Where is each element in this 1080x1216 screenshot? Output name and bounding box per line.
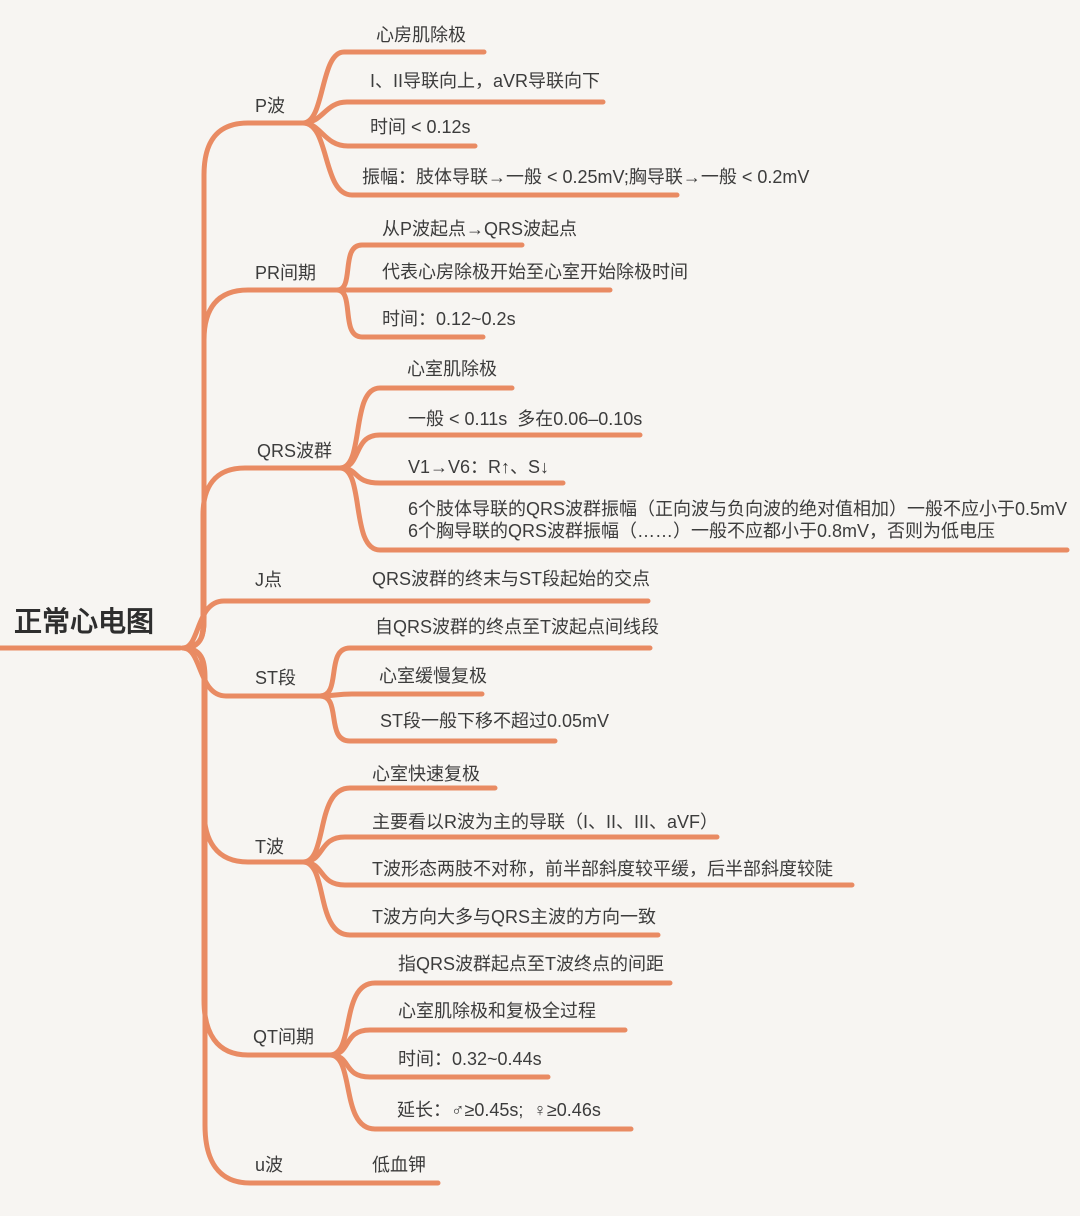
node-qt-interval[interactable]: QT间期 bbox=[253, 1027, 314, 1047]
node-qrs-complex[interactable]: QRS波群 bbox=[257, 441, 333, 461]
leaf-t-wave-3[interactable]: T波方向大多与QRS主波的方向一致 bbox=[372, 907, 656, 927]
leaf-qt-interval-0[interactable]: 指QRS波群起点至T波终点的间距 bbox=[398, 954, 664, 974]
leaf-line-p-wave-3 bbox=[300, 120, 680, 198]
leaf-line-pr-interval-2 bbox=[334, 287, 486, 340]
leaf-st-segment-2[interactable]: ST段一般下移不超过0.05mV bbox=[380, 711, 610, 731]
connector-group-u-wave bbox=[180, 645, 441, 1186]
leaf-t-wave-1[interactable]: 主要看以R波为主的导联（I、II、III、aVF） bbox=[372, 812, 719, 832]
leaf-line-st-segment-2 bbox=[317, 693, 558, 744]
leaf-line-t-wave-3 bbox=[300, 859, 661, 938]
node-j-point[interactable]: J点 bbox=[255, 570, 282, 590]
leaf-j-point-0[interactable]: QRS波群的终末与ST段起始的交点 bbox=[372, 569, 651, 589]
leaf-qrs-complex-0[interactable]: 心室肌除极 bbox=[407, 359, 497, 379]
leaf-u-wave-0[interactable]: 低血钾 bbox=[372, 1155, 426, 1175]
leaf-line-qrs-complex-3 bbox=[337, 465, 1070, 553]
leaf-p-wave-1[interactable]: I、II导联向上，aVR导联向下 bbox=[370, 71, 601, 91]
leaf-qrs-complex-3[interactable]: 6个肢体导联的QRS波群振幅（正向波与负向波的绝对值相加）一般不应小于0.5mV… bbox=[408, 499, 1068, 541]
branch-line-qrs-complex bbox=[180, 465, 343, 651]
leaf-qt-interval-2[interactable]: 时间：0.32~0.44s bbox=[398, 1049, 542, 1069]
connector-group-qrs-complex bbox=[180, 385, 1070, 651]
leaf-qrs-complex-1[interactable]: 一般 < 0.11s 多在0.06–0.10s bbox=[408, 409, 643, 429]
leaf-p-wave-3[interactable]: 振幅：肢体导联→一般 < 0.25mV;胸导联→一般 < 0.2mV bbox=[362, 167, 810, 187]
root-node[interactable]: 正常心电图 bbox=[14, 606, 155, 637]
connector-group-t-wave bbox=[180, 645, 855, 938]
connector-group-p-wave bbox=[180, 49, 680, 651]
leaf-st-segment-0[interactable]: 自QRS波群的终点至T波起点间线段 bbox=[375, 617, 659, 637]
leaf-line-st-segment-1 bbox=[317, 691, 485, 699]
leaf-qt-interval-3[interactable]: 延长：♂≥0.45s; ♀≥0.46s bbox=[397, 1100, 601, 1120]
leaf-p-wave-0[interactable]: 心房肌除极 bbox=[376, 25, 466, 45]
leaf-qt-interval-1[interactable]: 心室肌除极和复极全过程 bbox=[398, 1001, 596, 1021]
leaf-qrs-complex-2[interactable]: V1→V6：R↑、S↓ bbox=[408, 457, 550, 477]
node-pr-interval[interactable]: PR间期 bbox=[255, 263, 317, 283]
leaf-st-segment-1[interactable]: 心室缓慢复极 bbox=[379, 666, 487, 686]
leaf-pr-interval-0[interactable]: 从P波起点→QRS波起点 bbox=[382, 219, 578, 239]
leaf-t-wave-2[interactable]: T波形态两肢不对称，前半部斜度较平缓，后半部斜度较陡 bbox=[372, 859, 833, 879]
node-u-wave[interactable]: u波 bbox=[255, 1155, 284, 1175]
leaf-t-wave-0[interactable]: 心室快速复极 bbox=[372, 764, 480, 784]
leaf-pr-interval-1[interactable]: 代表心房除极开始至心室开始除极时间 bbox=[382, 262, 688, 282]
node-p-wave[interactable]: P波 bbox=[255, 96, 286, 116]
node-st-segment[interactable]: ST段 bbox=[255, 668, 297, 688]
leaf-p-wave-2[interactable]: 时间 < 0.12s bbox=[370, 117, 471, 137]
leaf-pr-interval-2[interactable]: 时间：0.12~0.2s bbox=[382, 309, 516, 329]
branch-line-u-wave bbox=[180, 645, 441, 1186]
leaf-line-qt-interval-3 bbox=[327, 1052, 634, 1132]
node-t-wave[interactable]: T波 bbox=[255, 837, 284, 857]
